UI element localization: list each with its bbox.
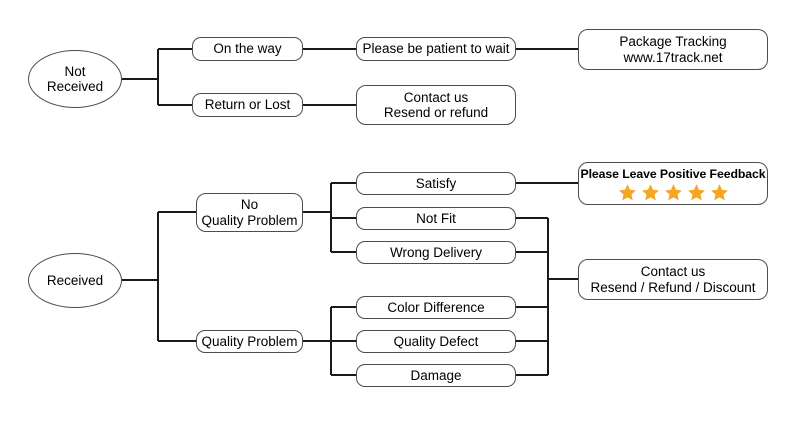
node-label: On the way bbox=[213, 41, 282, 57]
node-label-line1: Contact us bbox=[403, 89, 469, 105]
feedback-title: Please Leave Positive Feedback bbox=[580, 167, 766, 182]
node-satisfy[interactable]: Satisfy bbox=[356, 172, 516, 195]
node-label: Quality Defect bbox=[393, 333, 479, 349]
node-please-be-patient-to-wait[interactable]: Please be patient to wait bbox=[356, 37, 516, 61]
node-return-or-lost[interactable]: Return or Lost bbox=[192, 93, 303, 117]
node-package-tracking[interactable]: Package Tracking www.17track.net bbox=[578, 29, 768, 70]
node-contact-us-resend-or-refund[interactable]: Contact us Resend or refund bbox=[356, 85, 516, 125]
node-label-line1: Received bbox=[46, 272, 104, 288]
node-label-line1: Not bbox=[64, 63, 86, 79]
star-icon bbox=[710, 184, 728, 201]
node-label-line2: Resend / Refund / Discount bbox=[590, 279, 756, 295]
node-label-line1: Contact us bbox=[640, 264, 706, 280]
node-no-quality-problem[interactable]: No Quality Problem bbox=[196, 193, 303, 232]
node-label-line1: No bbox=[240, 197, 259, 213]
node-received[interactable]: Received bbox=[28, 253, 122, 308]
star-icon bbox=[687, 184, 705, 201]
node-label: Damage bbox=[410, 367, 462, 383]
node-not-fit[interactable]: Not Fit bbox=[356, 207, 516, 230]
node-label-line2: Resend or refund bbox=[383, 105, 489, 120]
node-label-line2: www.17track.net bbox=[623, 49, 723, 65]
node-label: Not Fit bbox=[416, 210, 456, 226]
star-icon bbox=[618, 184, 636, 201]
node-label: Wrong Delivery bbox=[389, 244, 483, 260]
node-label: Return or Lost bbox=[204, 97, 291, 113]
node-quality-problem[interactable]: Quality Problem bbox=[196, 330, 303, 353]
node-label-line1: Quality Problem bbox=[201, 333, 298, 349]
node-label-line1: Package Tracking bbox=[619, 34, 727, 50]
node-contact-us-resend-refund-discount[interactable]: Contact us Resend / Refund / Discount bbox=[578, 259, 768, 300]
star-icon bbox=[641, 184, 659, 201]
node-label-line2: Quality Problem bbox=[201, 212, 298, 228]
node-label-line2: Received bbox=[46, 79, 104, 94]
node-positive-feedback[interactable]: Please Leave Positive Feedback bbox=[578, 162, 768, 205]
node-label: Color Difference bbox=[387, 299, 485, 315]
node-wrong-delivery[interactable]: Wrong Delivery bbox=[356, 241, 516, 264]
node-damage[interactable]: Damage bbox=[356, 364, 516, 387]
node-not-received[interactable]: Not Received bbox=[28, 50, 122, 108]
node-label: Satisfy bbox=[415, 175, 457, 191]
node-label: Please be patient to wait bbox=[362, 41, 510, 57]
node-color-difference[interactable]: Color Difference bbox=[356, 296, 516, 319]
node-on-the-way[interactable]: On the way bbox=[192, 37, 303, 61]
node-quality-defect[interactable]: Quality Defect bbox=[356, 330, 516, 353]
star-rating[interactable] bbox=[618, 183, 729, 202]
star-icon bbox=[664, 184, 682, 201]
